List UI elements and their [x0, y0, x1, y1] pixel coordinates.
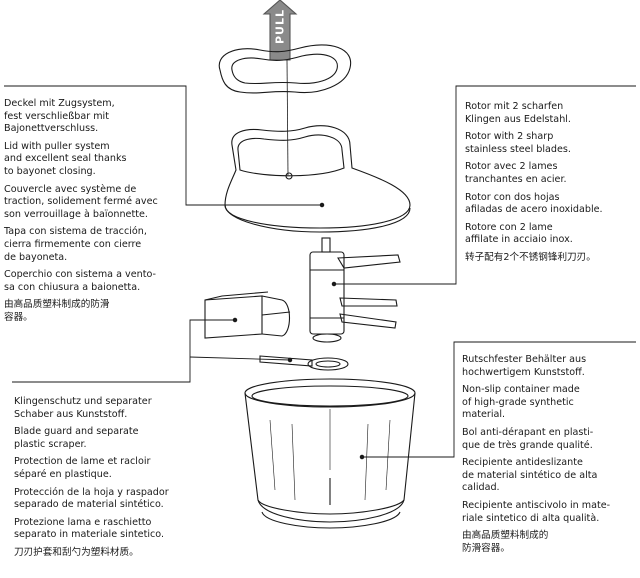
- lid-text-es: Tapa con sistema de tracción, cierra fir…: [4, 226, 147, 263]
- guard-text-de: Klingenschutz und separater Schaber aus …: [14, 396, 152, 420]
- rotor-text-fr: Rotor avec 2 lames tranchantes en acier.: [465, 161, 567, 185]
- lid-text-it: Coperchio con sistema a vento- sa con ch…: [4, 269, 156, 293]
- lid-text-en: Lid with puller system and excellent sea…: [4, 140, 127, 177]
- pull-arrow-icon: [262, 0, 298, 61]
- lid-description: Deckel mit Zugsystem, fest verschließbar…: [4, 98, 194, 330]
- guard-text-es: Protección de la hoja y raspador separad…: [14, 486, 169, 511]
- leader-lines: [4, 85, 636, 460]
- lid-text-zh: 由高品质塑料制成的防滑 容器。: [4, 299, 110, 323]
- lid-text-fr: Couvercle avec système de traction, soli…: [4, 183, 158, 220]
- blade-guard-description: Klingenschutz und separater Schaber aus …: [14, 396, 184, 565]
- pull-label-text: PULL: [273, 9, 287, 45]
- rotor: [309, 237, 401, 343]
- guard-text-fr: Protection de lame et racloir séparé en …: [14, 456, 151, 480]
- container-text-it: Recipiente antiscivolo in mate- riale si…: [462, 499, 611, 524]
- guard-text-zh: 刀刃护套和刮勺为塑料材质。: [14, 546, 139, 558]
- container-text-de: Rutschfester Behälter aus hochwertigem K…: [462, 354, 587, 378]
- guard-text-it: Protezione lama e raschietto separato in…: [14, 516, 165, 541]
- blade-guard: [204, 291, 291, 339]
- rotor-description: Rotor mit 2 scharfen Klingen aus Edelsta…: [465, 101, 635, 270]
- lid: [224, 59, 411, 233]
- container-text-en: Non-slip container made of high-grade sy…: [462, 384, 580, 421]
- lid-text-de: Deckel mit Zugsystem, fest verschließbar…: [4, 98, 115, 135]
- guard-text-en: Blade guard and separate plastic scraper…: [14, 426, 139, 450]
- container-text-fr: Bol anti-dérapant en plasti- que de très…: [462, 426, 594, 451]
- container-description: Rutschfester Behälter aus hochwertigem K…: [462, 354, 640, 560]
- rotor-text-zh: 转子配有2个不锈钢锋利刀刃。: [465, 251, 596, 263]
- container-text-es: Recipiente antideslizante de material si…: [462, 457, 598, 494]
- rotor-text-en: Rotor with 2 sharp stainless steel blade…: [465, 131, 571, 155]
- container-bowl: [244, 378, 416, 529]
- rotor-text-it: Rotore con 2 lame affilate in acciaio in…: [465, 221, 573, 246]
- rotor-text-es: Rotor con dos hojas afiladas de acero in…: [465, 191, 603, 216]
- container-text-zh: 由高品质塑料制成的 防滑容器。: [462, 530, 549, 554]
- seal-ring: [218, 44, 352, 94]
- rotor-text-de: Rotor mit 2 scharfen Klingen aus Edelsta…: [465, 101, 571, 125]
- pull-label: PULL: [269, 0, 291, 56]
- scraper: [259, 355, 349, 371]
